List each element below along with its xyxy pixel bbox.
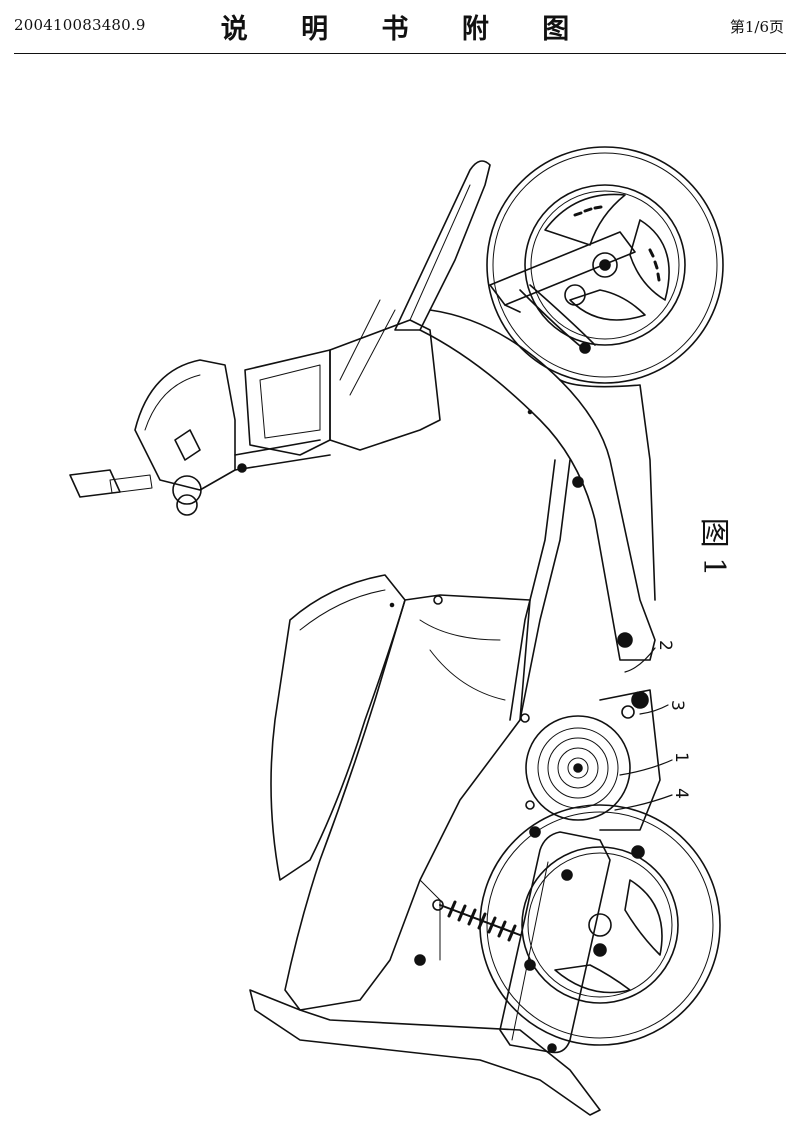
rear-shock xyxy=(414,899,521,966)
callout-numbers: 2 3 1 4 xyxy=(655,640,691,799)
page-number: 第1/6页 xyxy=(729,18,784,36)
muffler xyxy=(499,831,611,1054)
callout-2: 2 xyxy=(655,640,675,651)
callout-4: 4 xyxy=(671,788,691,799)
front-body xyxy=(244,160,491,456)
application-number: 200410083480.9 xyxy=(14,16,146,34)
seat xyxy=(270,574,406,881)
scooter-patent-drawing: 2 3 1 4 xyxy=(69,146,724,1116)
handlebar xyxy=(69,359,331,516)
front-fork xyxy=(489,231,636,354)
figure-label: 图 1 xyxy=(696,517,731,577)
page-header: 200410083480.9 说 明 书 附 图 第1/6页 xyxy=(0,0,800,54)
rear-body xyxy=(249,594,601,1116)
engine-assembly xyxy=(525,632,661,859)
header-rule xyxy=(14,53,786,54)
callout-1: 1 xyxy=(671,752,691,763)
front-wheel xyxy=(486,146,724,384)
callout-3: 3 xyxy=(667,700,687,711)
main-frame xyxy=(419,309,656,723)
document-title: 说 明 书 附 图 xyxy=(220,14,592,45)
callout-leaders xyxy=(614,647,673,811)
